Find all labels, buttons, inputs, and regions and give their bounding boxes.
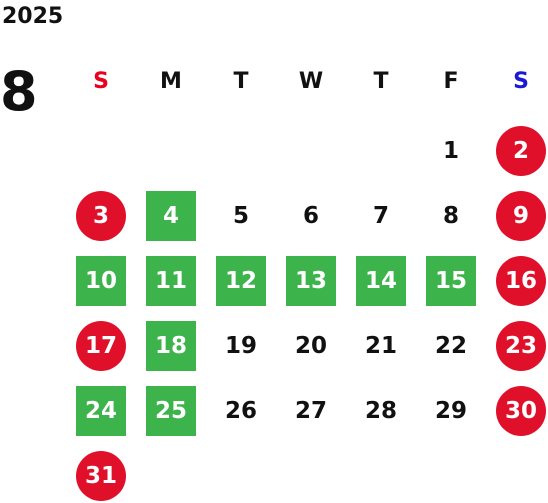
day-2[interactable]: 2 [496, 126, 546, 176]
day-7[interactable]: 7 [372, 203, 389, 229]
day-10[interactable]: 10 [76, 256, 126, 306]
day-29[interactable]: 29 [434, 398, 467, 424]
weekday-header-5: F [443, 68, 459, 94]
day-25[interactable]: 25 [146, 386, 196, 436]
day-30[interactable]: 30 [496, 386, 546, 436]
day-24[interactable]: 24 [76, 386, 126, 436]
day-6[interactable]: 6 [302, 203, 319, 229]
day-11[interactable]: 11 [146, 256, 196, 306]
day-31[interactable]: 31 [76, 451, 126, 501]
day-9[interactable]: 9 [496, 191, 546, 241]
weekday-header-4: T [373, 68, 389, 94]
day-17[interactable]: 17 [76, 321, 126, 371]
calendar-year: 2025 [2, 4, 64, 29]
day-18[interactable]: 18 [146, 321, 196, 371]
weekday-header-3: W [298, 68, 324, 94]
weekday-header-2: T [233, 68, 249, 94]
day-19[interactable]: 19 [224, 333, 257, 359]
day-16[interactable]: 16 [496, 256, 546, 306]
day-14[interactable]: 14 [356, 256, 406, 306]
day-20[interactable]: 20 [294, 333, 327, 359]
day-3[interactable]: 3 [76, 191, 126, 241]
weekday-header-0: S [93, 68, 109, 94]
weekday-header-6: S [513, 68, 529, 94]
day-5[interactable]: 5 [232, 203, 249, 229]
day-23[interactable]: 23 [496, 321, 546, 371]
calendar-month: 8 [0, 60, 38, 123]
day-27[interactable]: 27 [294, 398, 327, 424]
weekday-header-1: M [160, 68, 182, 94]
day-4[interactable]: 4 [146, 191, 196, 241]
day-13[interactable]: 13 [286, 256, 336, 306]
day-21[interactable]: 21 [364, 333, 397, 359]
day-8[interactable]: 8 [442, 203, 459, 229]
day-12[interactable]: 12 [216, 256, 266, 306]
day-26[interactable]: 26 [224, 398, 257, 424]
day-1[interactable]: 1 [442, 138, 459, 164]
day-15[interactable]: 15 [426, 256, 476, 306]
day-28[interactable]: 28 [364, 398, 397, 424]
day-22[interactable]: 22 [434, 333, 467, 359]
